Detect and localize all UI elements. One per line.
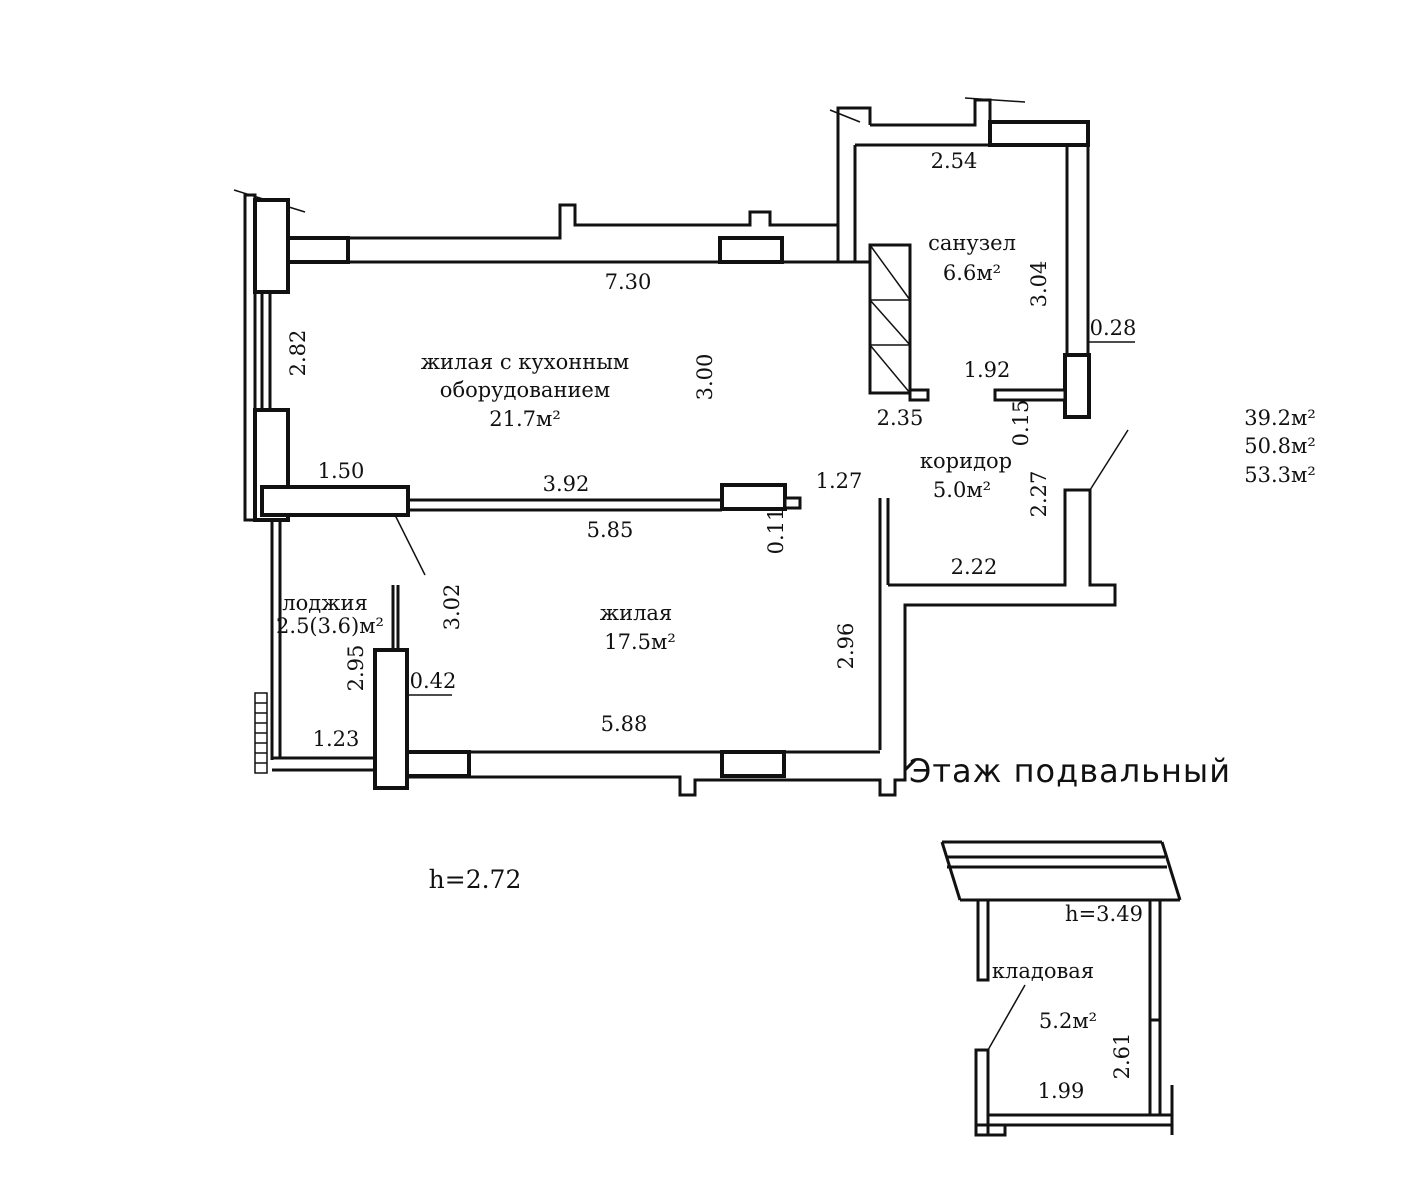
floor-title: Этаж подвальный <box>909 752 1231 790</box>
dim-2-96: 2.96 <box>834 623 858 670</box>
dim-2-54: 2.54 <box>931 149 978 173</box>
dim-0-15: 0.15 <box>1009 400 1033 447</box>
window-top-left <box>286 236 350 264</box>
dim-3-92: 3.92 <box>543 472 590 496</box>
middle-wall-pier <box>720 483 787 511</box>
storage-label: кладовая <box>992 959 1094 983</box>
living-kitchen-label-1: жилая с кухонным <box>421 350 630 374</box>
dim-2-27: 2.27 <box>1027 471 1051 518</box>
ceiling-height-main: h=2.72 <box>429 865 522 894</box>
walls-storage <box>940 840 1182 1137</box>
storage-area: 5.2м² <box>1039 1009 1097 1033</box>
bathroom-top-wall <box>988 120 1090 147</box>
dim-5-88: 5.88 <box>601 712 648 736</box>
ceiling-height-storage: h=3.49 <box>1065 902 1143 926</box>
total-area-3: 53.3м² <box>1244 463 1316 487</box>
loggia-pier <box>373 648 409 790</box>
loggia-label: лоджия <box>282 591 367 615</box>
dim-0-28: 0.28 <box>1090 316 1137 340</box>
dim-1-99: 1.99 <box>1038 1079 1085 1103</box>
living-kitchen-area: 21.7м² <box>489 407 561 431</box>
window-bottom-right <box>720 750 786 778</box>
dim-2-35: 2.35 <box>877 406 924 430</box>
window-bottom-left <box>405 750 471 778</box>
total-area-2: 50.8м² <box>1244 434 1316 458</box>
dim-5-85: 5.85 <box>587 518 634 542</box>
bathroom-partition <box>868 243 912 395</box>
living-area: 17.5м² <box>604 630 676 654</box>
dim-1-50: 1.50 <box>318 459 365 483</box>
bathroom-right-pier <box>1063 353 1091 419</box>
dim-2-22: 2.22 <box>951 555 998 579</box>
dimension-labels: 7.30 3.00 2.82 1.50 3.92 5.85 0.11 1.27 … <box>286 149 1136 1103</box>
living-label: жилая <box>600 601 672 625</box>
dim-0-42: 0.42 <box>410 669 457 693</box>
dim-3-00: 3.00 <box>693 354 717 401</box>
window-top-right <box>718 236 784 264</box>
dim-2-82: 2.82 <box>286 330 310 377</box>
living-kitchen-label-2: оборудованием <box>440 378 610 402</box>
dim-1-23: 1.23 <box>313 727 360 751</box>
dim-2-95: 2.95 <box>344 645 368 692</box>
middle-wall-block <box>260 485 410 517</box>
dim-3-02: 3.02 <box>440 584 464 631</box>
walls-main <box>233 97 1135 797</box>
loggia-area: 2.5(3.6)м² <box>276 614 384 638</box>
total-area-1: 39.2м² <box>1244 406 1316 430</box>
dim-1-92: 1.92 <box>964 358 1011 382</box>
corridor-label: коридор <box>920 449 1012 473</box>
corridor-area: 5.0м² <box>933 478 991 502</box>
area-totals: 39.2м² 50.8м² 53.3м² <box>1244 406 1316 487</box>
dim-2-61: 2.61 <box>1110 1033 1134 1080</box>
dim-3-04: 3.04 <box>1027 261 1051 308</box>
room-labels: жилая с кухонным оборудованием 21.7м² са… <box>276 231 1097 1033</box>
bathroom-label: санузел <box>928 231 1016 255</box>
dim-7-30: 7.30 <box>605 270 652 294</box>
wall-pier-upper-left <box>253 198 290 294</box>
bathroom-area: 6.6м² <box>943 261 1001 285</box>
dim-1-27: 1.27 <box>816 469 863 493</box>
dim-0-11: 0.11 <box>764 508 788 555</box>
